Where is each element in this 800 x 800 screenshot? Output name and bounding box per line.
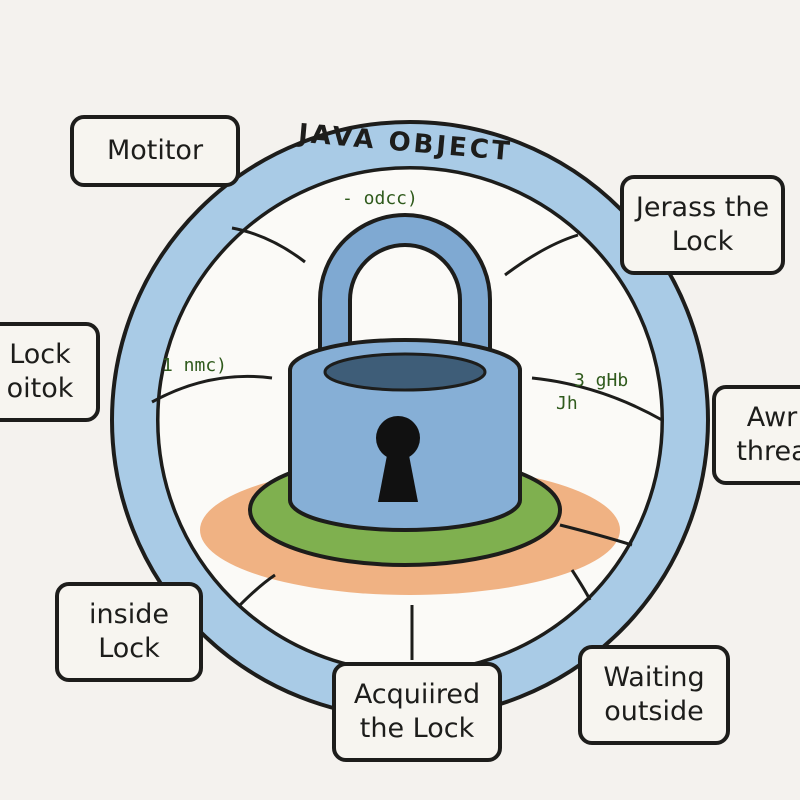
lock-shackle — [318, 213, 492, 362]
note-left: 1 nmc) — [162, 355, 228, 376]
ring-note: - odcc) — [342, 188, 418, 209]
label-await-right: Awr threa — [712, 385, 800, 485]
note-right-bottom: Jh — [556, 393, 578, 414]
keyhole-icon — [376, 416, 420, 502]
note-right-top: 3 gHb — [574, 370, 629, 391]
label-lock-left: Lock oitok — [0, 322, 100, 422]
label-release: Jerass the Lock — [620, 175, 785, 275]
label-waiting: Waiting outside — [578, 645, 730, 745]
arrows — [151, 226, 663, 660]
label-monitor: Motitor — [70, 115, 240, 187]
label-inside: inside Lock — [55, 582, 203, 682]
label-acquired: Acquiired the Lock — [332, 662, 502, 762]
